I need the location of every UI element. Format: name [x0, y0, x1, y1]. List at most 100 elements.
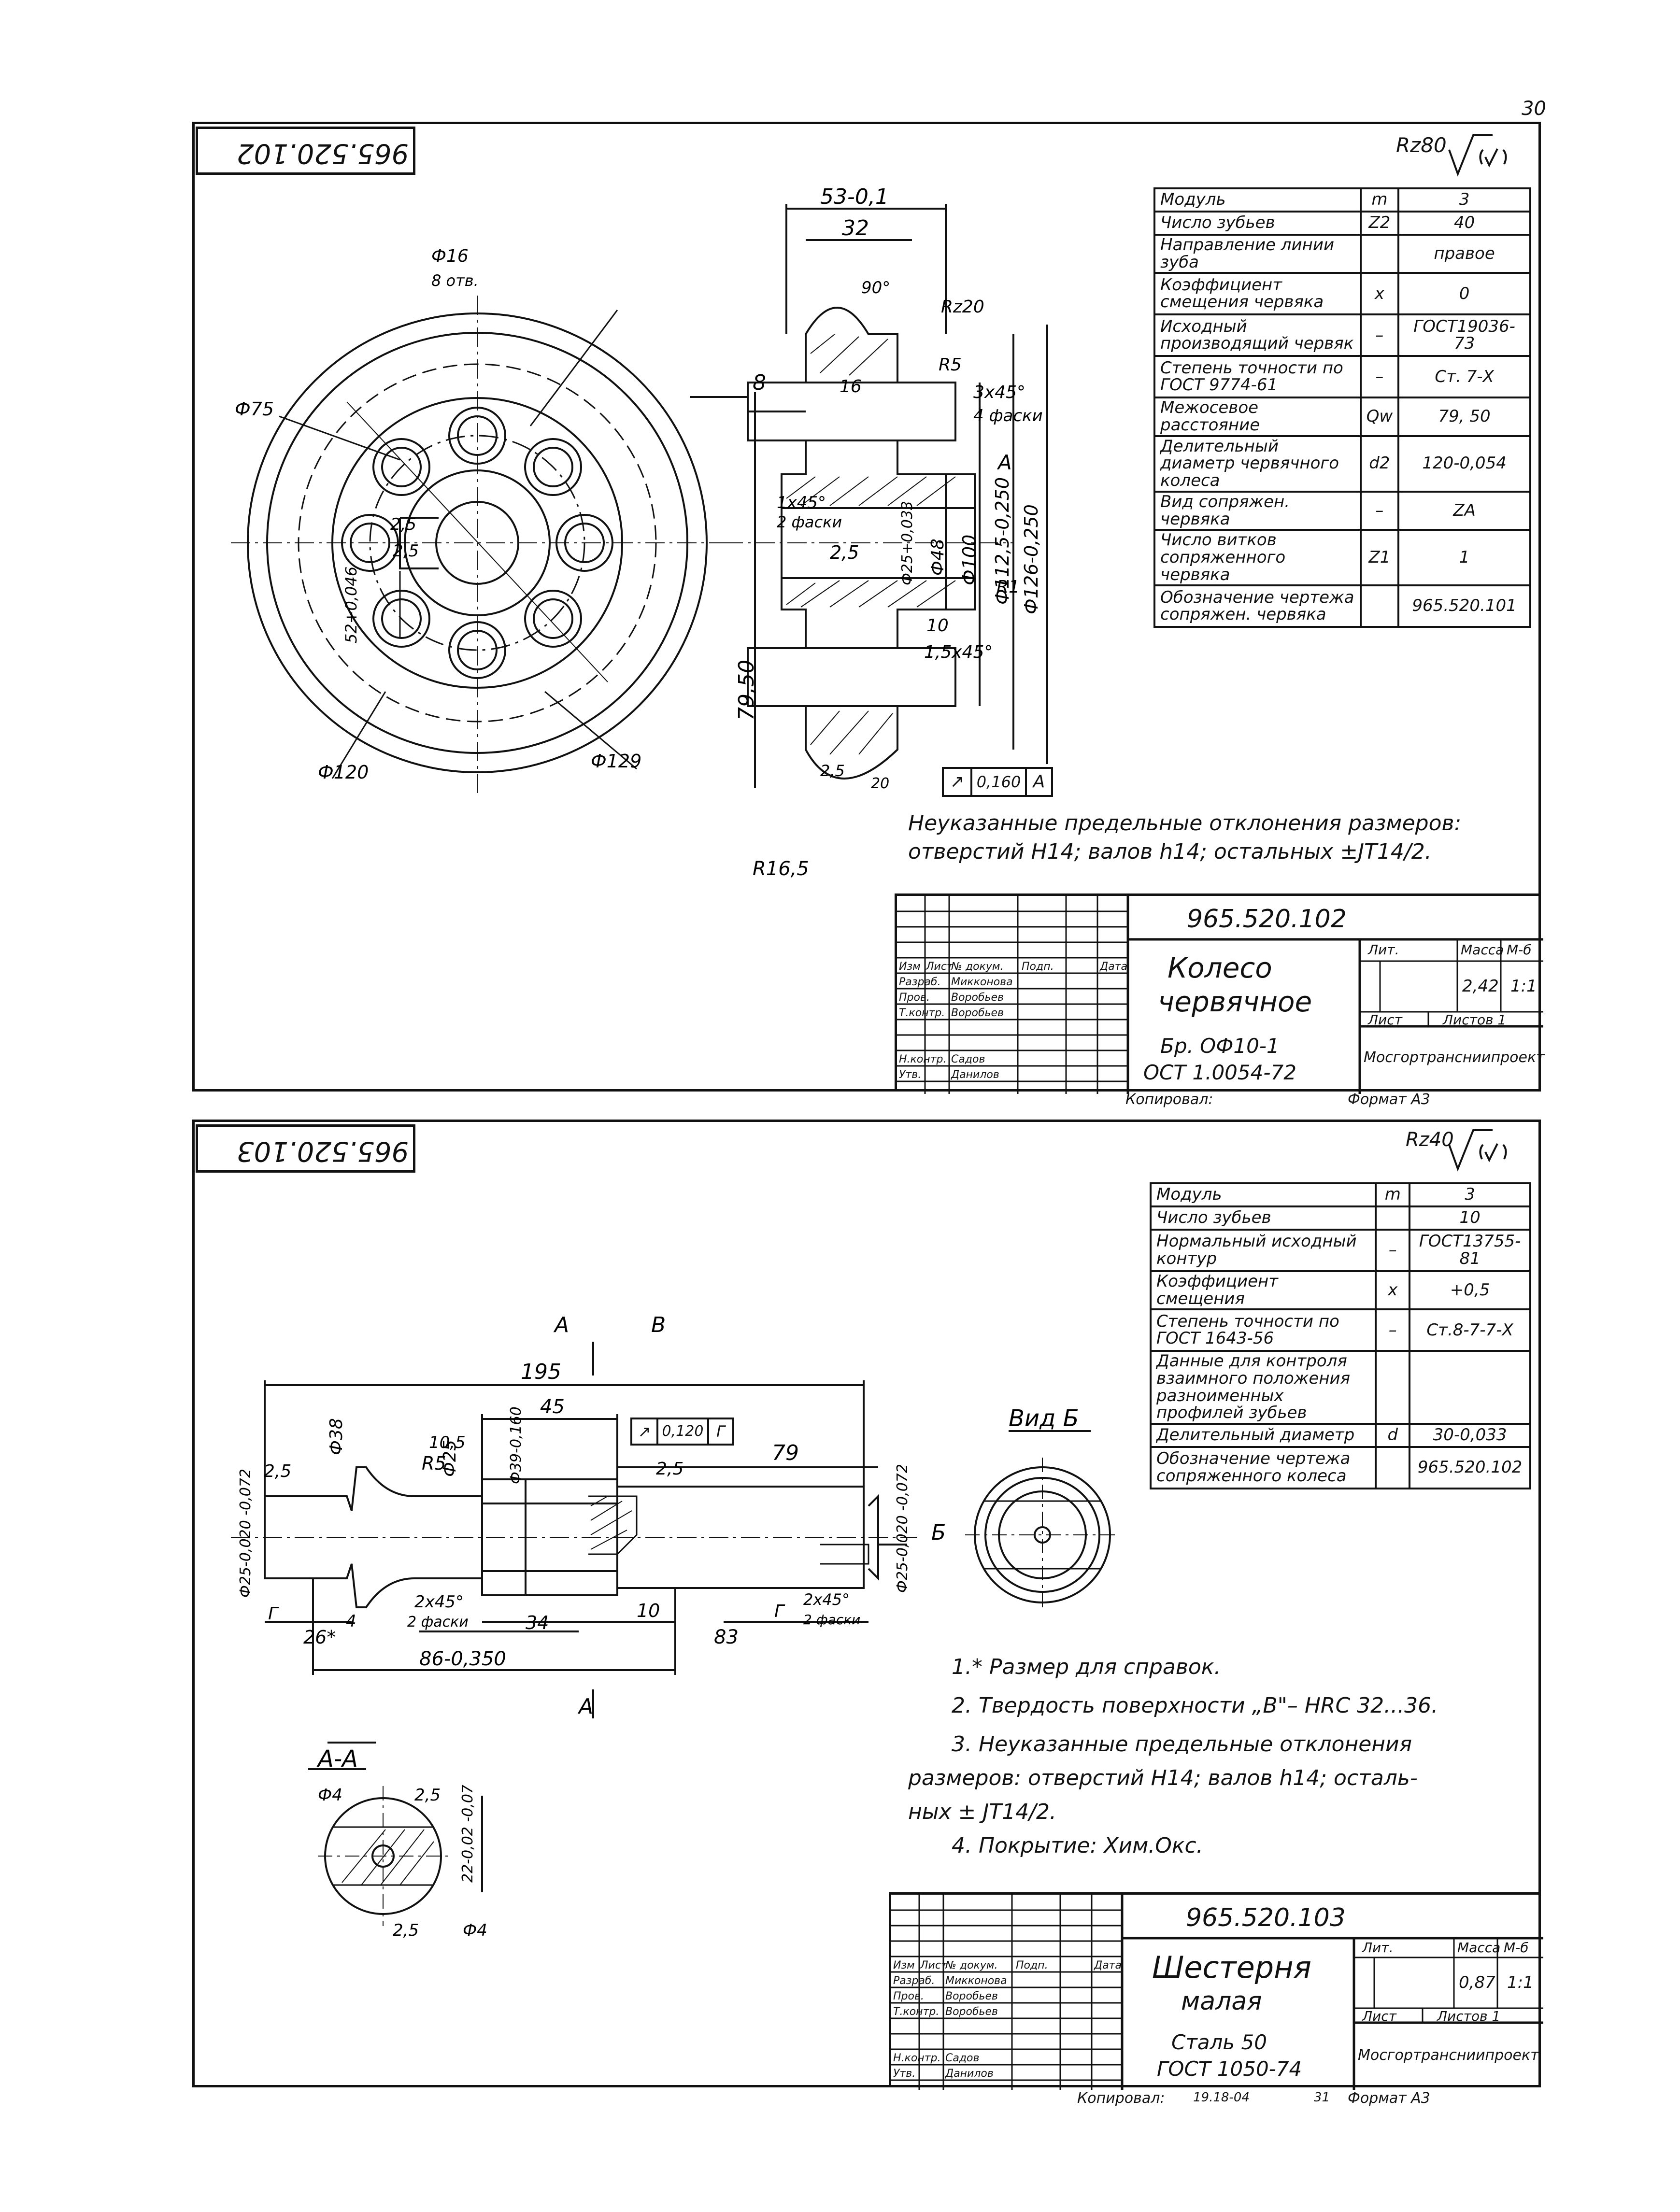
param-value: 3	[1397, 187, 1531, 213]
param-name: Вид сопряжен. червяка	[1153, 490, 1362, 531]
dim-s25c: 2,5	[830, 542, 859, 563]
tb2-material-1: Сталь 50	[1171, 2030, 1267, 2054]
dim-d25r: Ф25-0,020 -0,072	[894, 1464, 911, 1593]
param-symbol: m	[1359, 187, 1400, 213]
dim-l4: 4	[346, 1612, 356, 1631]
param-name: Обозначение чертежа сопряжен. червяка	[1153, 584, 1362, 628]
tb2-scale: 1:1	[1507, 1973, 1534, 1992]
param-value: 1	[1397, 529, 1531, 587]
sec-a: A	[553, 1313, 569, 1337]
sheet2-stamp-box: 965.520.103	[196, 1124, 415, 1173]
tb1-role-2: Пров.	[899, 992, 930, 1004]
tb1-name-3: Воробьев	[951, 1007, 1004, 1019]
tb2-title-2: малая	[1181, 1987, 1262, 2016]
note-1: 1.* Размер для справок.	[952, 1655, 1221, 1679]
tb1-col-sign: Подп.	[1022, 961, 1054, 973]
tb1-lit: Лит.	[1368, 942, 1399, 958]
dim-l105: 10,5	[429, 1433, 466, 1452]
dim-d38: Ф38	[327, 1418, 346, 1455]
param-symbol	[1375, 1205, 1411, 1231]
dim-s25b: 2,5	[656, 1459, 683, 1479]
tb2-col-date: Дата	[1094, 1959, 1122, 1971]
param-symbol: –	[1375, 1229, 1411, 1272]
dim-d100: Ф100	[959, 535, 980, 585]
tb1-scale: 1:1	[1510, 977, 1537, 996]
tb2-col-list: Лист	[920, 1959, 947, 1971]
param-value: 965.520.101	[1397, 584, 1531, 628]
tb1-col-list: Лист	[926, 961, 953, 973]
note-4: 4. Покрытие: Хим.Окс.	[952, 1833, 1203, 1858]
param-symbol: –	[1359, 490, 1400, 531]
param-name: Межосевое расстояние	[1153, 397, 1362, 437]
param-name: Число зубьев	[1149, 1205, 1377, 1231]
param-name: Обозначение чертежа сопряженного колеса	[1149, 1446, 1377, 1490]
dim-s25d: 2,5	[820, 762, 845, 780]
param-symbol: x	[1375, 1270, 1411, 1311]
param-symbol	[1359, 584, 1400, 628]
param-row: Степень точности по ГОСТ 9774-61–Ст. 7-Х	[1153, 355, 1531, 399]
param-value: Ст. 7-Х	[1397, 355, 1531, 399]
dim-holes: 8 отв.	[431, 271, 479, 290]
roughness-check-icon	[1448, 134, 1507, 177]
roughness-check-icon-2	[1448, 1129, 1507, 1172]
param-row: Исходный производящий червяк–ГОСТ19036-7…	[1153, 313, 1531, 357]
dim-r5: R5	[939, 355, 962, 375]
dim-ch2b: 2 фаски	[407, 1614, 469, 1631]
dim-w53: 53-0,1	[820, 184, 889, 209]
dim-r5: R5	[422, 1453, 446, 1474]
param-name: Число витков сопряженного червяка	[1153, 529, 1362, 587]
param-value: ГОСТ13755-81	[1409, 1229, 1531, 1272]
note-2: 2. Твердость поверхности „В"– HRC 32...3…	[952, 1693, 1438, 1718]
dim-w16: 16	[840, 377, 862, 397]
param-value: 120-0,054	[1397, 435, 1531, 493]
sheet1-stamp-box: 965.520.102	[196, 127, 415, 175]
tb1-scale-h: М-б	[1507, 942, 1532, 958]
param-value	[1409, 1350, 1531, 1425]
note-3: 3. Неуказанные предельные отклонения	[952, 1732, 1412, 1757]
param-symbol: d2	[1359, 435, 1400, 493]
param-name: Модуль	[1149, 1182, 1377, 1207]
copy-num-2: 31	[1314, 2090, 1330, 2105]
dim-d25t: Ф25	[440, 1440, 460, 1477]
dim-d1125: Ф112,5-0,250	[992, 477, 1013, 605]
tb2-role-3: Т.контр.	[893, 2006, 940, 2018]
dim-l10: 10	[637, 1600, 660, 1621]
tb2-code: 965.520.103	[1186, 1903, 1346, 1932]
dim-r165: R16,5	[753, 858, 809, 880]
tb1-role-6: Утв.	[899, 1069, 922, 1081]
param-symbol: x	[1359, 272, 1400, 316]
param-name: Модуль	[1153, 187, 1362, 213]
param-symbol	[1359, 233, 1400, 274]
tb2-name-2: Воробьев	[945, 1990, 998, 2002]
param-value: 79, 50	[1397, 397, 1531, 437]
tol-datum-2: Г	[716, 1422, 725, 1441]
dim-d25: Ф25+0,033	[899, 501, 916, 585]
tb2-col-doc: № докум.	[945, 1959, 998, 1971]
param-name: Данные для контроля взаимного положения …	[1149, 1350, 1377, 1425]
dim-l86: 86-0,350	[419, 1648, 506, 1670]
param-symbol: Z1	[1359, 529, 1400, 587]
copy-stamp-2: 19.18-04	[1193, 2090, 1250, 2105]
dim-rz20: Rz20	[941, 297, 984, 317]
section-title: A-A	[316, 1745, 358, 1772]
param-name: Степень точности по ГОСТ 9774-61	[1153, 355, 1362, 399]
param-symbol: –	[1359, 355, 1400, 399]
runout-icon: ↗	[944, 769, 972, 795]
dim-w10: 10	[926, 616, 949, 636]
dim-ch2: 2x45°	[414, 1592, 464, 1612]
tb1-name-2: Воробьев	[951, 992, 1004, 1004]
dim-s25a: 2,5	[264, 1461, 291, 1481]
param-row: Вид сопряжен. червяка–ZA	[1153, 490, 1531, 531]
param-symbol: Z2	[1359, 211, 1400, 236]
param-row: Степень точности по ГОСТ 1643-56–Ст.8-7-…	[1149, 1308, 1531, 1352]
drawing-sheet-1	[192, 122, 1541, 1092]
side-section	[724, 307, 1013, 780]
tol-value-2: 0,120	[658, 1419, 709, 1444]
dim-ch3: 3x45°	[973, 383, 1025, 402]
tb1-role-5: Н.контр.	[899, 1053, 947, 1065]
dim-ch15: 1,5x45°	[924, 642, 993, 662]
